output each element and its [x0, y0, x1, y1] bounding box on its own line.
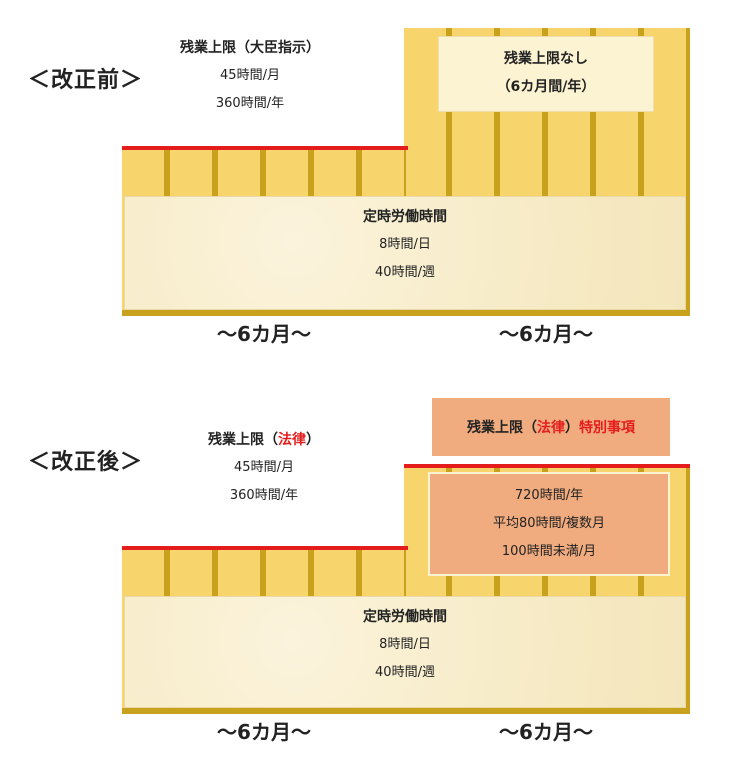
after-special-title: 残業上限（法律）特別事項	[467, 420, 635, 436]
after-base-hours-box: 定時労働時間 8時間/日 40時間/週	[124, 596, 686, 708]
before-section-label: ＜改正前＞	[28, 68, 144, 93]
before-base-daily: 8時間/日	[379, 237, 431, 252]
after-base-title: 定時労働時間	[363, 609, 447, 625]
after-section-label: ＜改正後＞	[28, 450, 144, 475]
before-no-limit-line2: （6カ月間/年）	[496, 79, 596, 95]
after-base-weekly: 40時間/週	[375, 665, 435, 680]
before-bottom-frame	[122, 310, 690, 316]
after-special-average: 平均80時間/複数月	[493, 516, 605, 531]
after-left-limit-yearly: 360時間/年	[229, 488, 299, 503]
after-month-right: ～6カ月～	[499, 720, 593, 744]
before-no-limit-box: 残業上限なし （6カ月間/年）	[438, 36, 654, 112]
before-no-limit-line1: 残業上限なし	[504, 51, 588, 67]
after-right-limit-red-line	[404, 464, 690, 468]
after-special-values-box: 720時間/年 平均80時間/複数月 100時間未満/月	[428, 472, 670, 576]
before-month-left: ～6カ月～	[217, 322, 311, 346]
before-left-limit-title: 残業上限（大臣指示）	[180, 40, 320, 56]
before-limit-red-line	[122, 146, 408, 150]
before-left-limit-monthly: 45時間/月	[220, 68, 280, 83]
after-left-limit-text: 残業上限（法律） 45時間/月 360時間/年	[164, 426, 364, 510]
before-left-limit-yearly: 360時間/年	[215, 96, 285, 111]
after-special-monthly: 100時間未満/月	[501, 544, 597, 559]
after-left-limit-title: 残業上限（法律）	[208, 432, 320, 448]
before-base-hours-box: 定時労働時間 8時間/日 40時間/週	[124, 196, 686, 310]
before-base-weekly: 40時間/週	[375, 265, 435, 280]
after-special-yearly: 720時間/年	[514, 488, 584, 503]
before-month-right: ～6カ月～	[499, 322, 593, 346]
after-special-title-box: 残業上限（法律）特別事項	[432, 398, 670, 456]
after-left-limit-red-line	[122, 546, 408, 550]
after-month-left: ～6カ月～	[217, 720, 311, 744]
after-bottom-frame	[122, 708, 690, 714]
before-base-title: 定時労働時間	[363, 209, 447, 225]
after-left-limit-monthly: 45時間/月	[234, 460, 294, 475]
after-base-daily: 8時間/日	[379, 637, 431, 652]
before-left-limit-text: 残業上限（大臣指示） 45時間/月 360時間/年	[150, 34, 350, 118]
